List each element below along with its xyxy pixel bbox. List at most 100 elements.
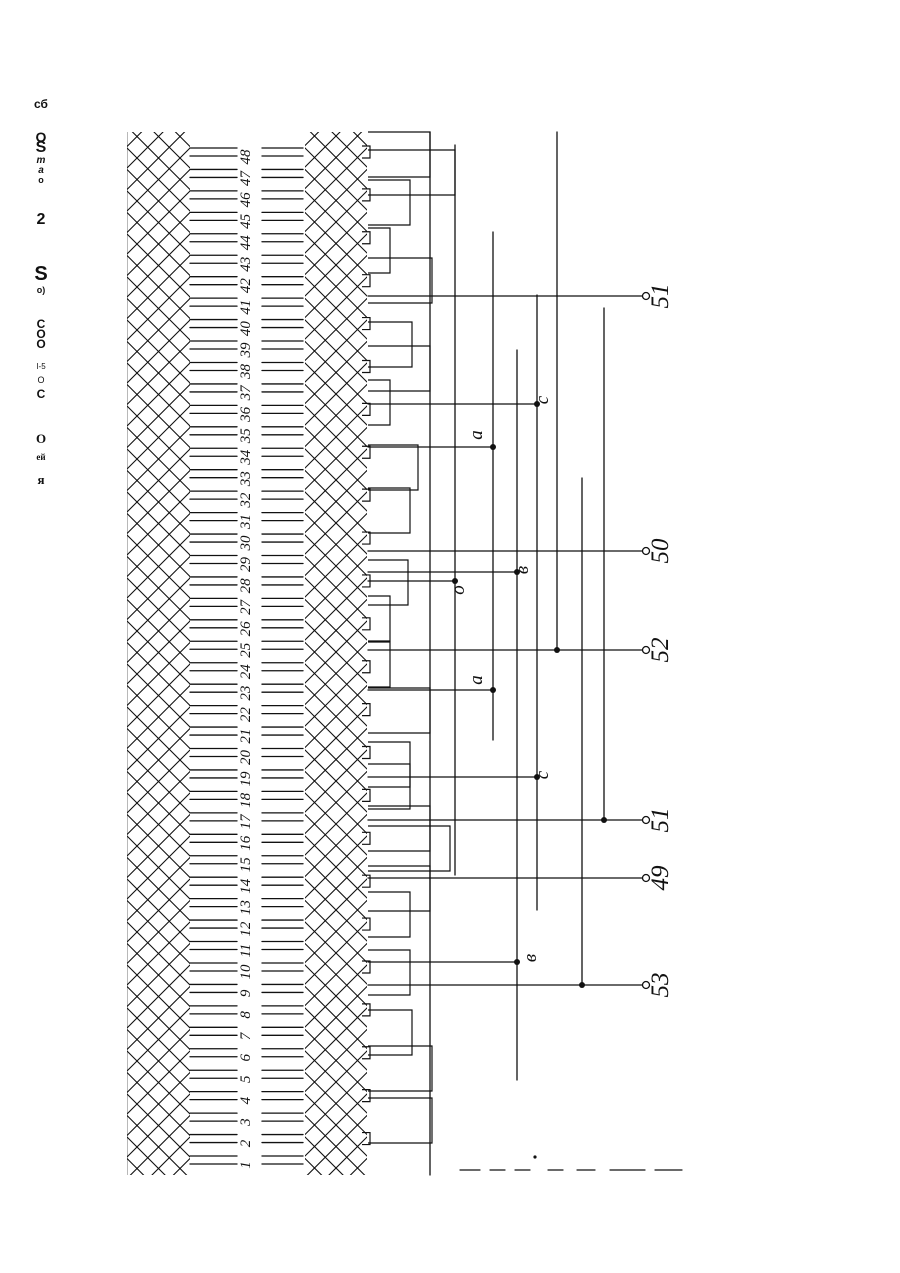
slot-number: 30: [238, 535, 254, 552]
lead-wire: [368, 688, 430, 733]
slot-number: 26: [238, 621, 254, 637]
slot-number: 27: [238, 598, 254, 615]
hatch-line: [305, 1180, 367, 1242]
slot-number: 2: [238, 1139, 254, 1147]
coil-end-hatching-left: [127, 62, 190, 1243]
lead-loop: [362, 789, 370, 801]
slot-number: 1: [238, 1161, 254, 1169]
slot-number: 10: [238, 964, 254, 980]
terminal-label: 52: [647, 638, 674, 663]
lead-wire: [368, 1098, 432, 1143]
slot-number: 32: [238, 492, 254, 509]
slot-number: 43: [238, 257, 254, 272]
lead-loop: [362, 704, 370, 716]
terminal-label: 53: [647, 973, 674, 998]
lead-loop: [362, 918, 370, 930]
slot-number: 20: [238, 750, 254, 766]
hatch-line: [127, 1180, 190, 1243]
lead-wire: [368, 1010, 412, 1055]
slot-number: 38: [238, 363, 254, 380]
lead-loop: [362, 832, 370, 844]
junction-dot: [601, 817, 607, 823]
lead-wire: [368, 322, 412, 367]
terminal-label: 51: [647, 284, 674, 309]
lead-wire: [368, 445, 418, 490]
slot-number: 37: [238, 384, 254, 402]
node-label: a: [466, 675, 487, 685]
terminals: 515052514953: [643, 284, 675, 998]
junction-dot: [554, 647, 560, 653]
slot-number: 9: [238, 989, 254, 997]
junction-dot: [452, 578, 458, 584]
lead-loop: [362, 875, 370, 887]
junction-dot: [490, 687, 496, 693]
slot-number: 28: [238, 578, 254, 594]
lead-wire: [368, 950, 410, 995]
node-label: a: [466, 430, 487, 440]
slot-number: 24: [238, 664, 254, 680]
slot-number: 21: [238, 729, 254, 744]
slot-number: 8: [238, 1011, 254, 1019]
slot-number: 22: [238, 707, 254, 723]
lead-wire: [368, 150, 455, 195]
lead-wire: [368, 180, 410, 225]
coil-end-hatching-right: [305, 62, 367, 1242]
bottom-dashed-line: [460, 1155, 682, 1170]
slot-number: 6: [238, 1054, 254, 1062]
slot-number: 34: [238, 449, 254, 466]
lead-wire: [368, 892, 410, 937]
hatch-line: [305, 1180, 367, 1242]
node-label: в: [520, 954, 541, 962]
slot-number: 15: [238, 857, 254, 873]
slot-number: 46: [238, 192, 254, 208]
slot-number: 42: [238, 278, 254, 294]
node-label: o: [448, 585, 469, 595]
slot-number: 19: [238, 771, 254, 787]
slot-number: 44: [238, 235, 254, 251]
slot-number: 11: [238, 944, 254, 958]
slot-number: 3: [238, 1118, 254, 1127]
slot-number: 48: [238, 149, 254, 165]
hatch-line: [127, 1180, 190, 1243]
lead-loop: [362, 747, 370, 759]
slot-number: 41: [238, 300, 254, 315]
lead-wire: [368, 132, 430, 177]
slot-number: 31: [238, 514, 254, 530]
terminal-label: 51: [647, 808, 674, 833]
slot-number: 7: [238, 1031, 254, 1040]
slot-number: 29: [238, 556, 254, 572]
lead-wire: [368, 596, 390, 641]
slot-number-labels: 1234567891011121314151617181920212223242…: [238, 149, 254, 1169]
lead-wire: [368, 642, 390, 687]
lead-wire: [368, 228, 390, 273]
lead-wire: [368, 866, 430, 911]
slot-number: 13: [238, 900, 254, 915]
lead-wire: [368, 488, 410, 533]
bus-lines: [368, 132, 643, 1175]
lead-loop: [362, 961, 370, 973]
junction-dot: [490, 444, 496, 450]
node-label: в: [512, 566, 533, 574]
slot-number: 36: [238, 406, 254, 423]
slot-number: 4: [238, 1096, 254, 1104]
lead-loop: [362, 661, 370, 673]
lead-loop: [362, 618, 370, 630]
hatch-line: [305, 62, 367, 124]
terminal-label: 50: [647, 538, 674, 564]
slot-number: 33: [238, 471, 254, 487]
slot-number: 23: [238, 686, 254, 701]
slot-number: 25: [238, 642, 254, 658]
slot-number: 40: [238, 321, 254, 337]
slot-number: 18: [238, 792, 254, 808]
dot: [533, 1155, 536, 1158]
node-label: c: [532, 395, 553, 404]
lead-wire: [368, 1046, 432, 1091]
junction-dot: [579, 982, 585, 988]
lead-wire: [368, 560, 408, 605]
lead-wire: [368, 346, 430, 391]
lead-wire: [368, 826, 450, 871]
hatch-line: [305, 62, 367, 124]
lead-wiring: [362, 132, 455, 1145]
hatch-line: [127, 62, 190, 125]
